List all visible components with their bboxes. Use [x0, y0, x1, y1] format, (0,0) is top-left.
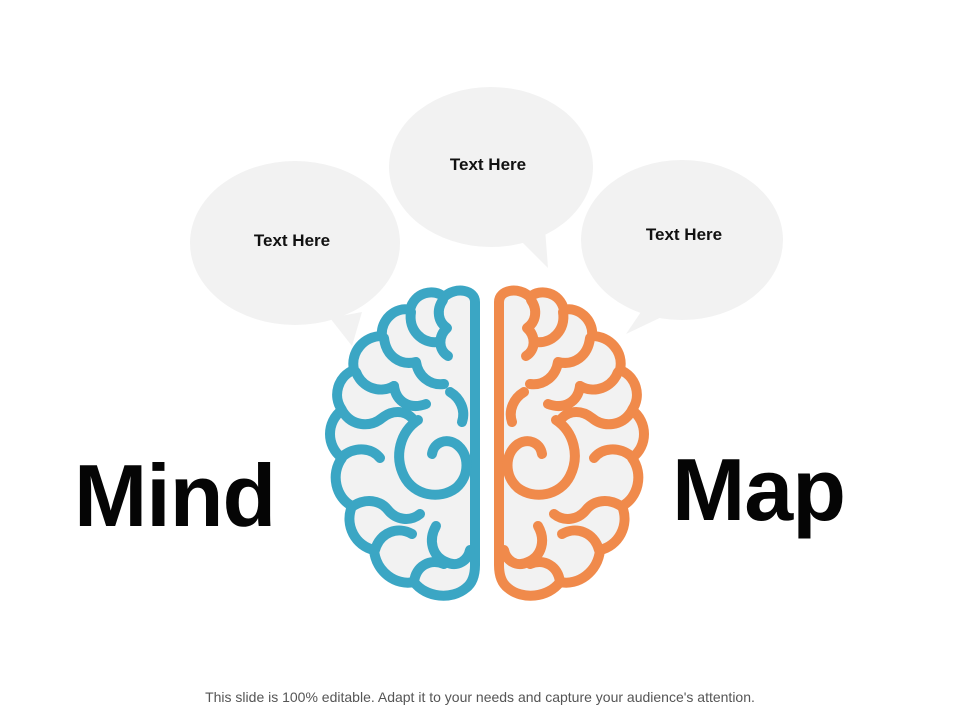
bubble-center-label: Text Here [449, 155, 527, 174]
brain-right-hemisphere [494, 285, 649, 601]
footer-note: This slide is 100% editable. Adapt it to… [205, 689, 755, 705]
speech-bubble-center [389, 87, 593, 268]
speech-bubble-left [190, 161, 400, 346]
title-word-mind: Mind [74, 446, 276, 545]
brain-left-hemisphere [325, 285, 480, 601]
bubble-right-label: Text Here [645, 225, 723, 244]
title-word-map: Map [672, 440, 846, 539]
speech-bubble-right [581, 160, 783, 334]
brain-icon [325, 285, 649, 601]
bubble-left-label: Text Here [253, 231, 331, 250]
